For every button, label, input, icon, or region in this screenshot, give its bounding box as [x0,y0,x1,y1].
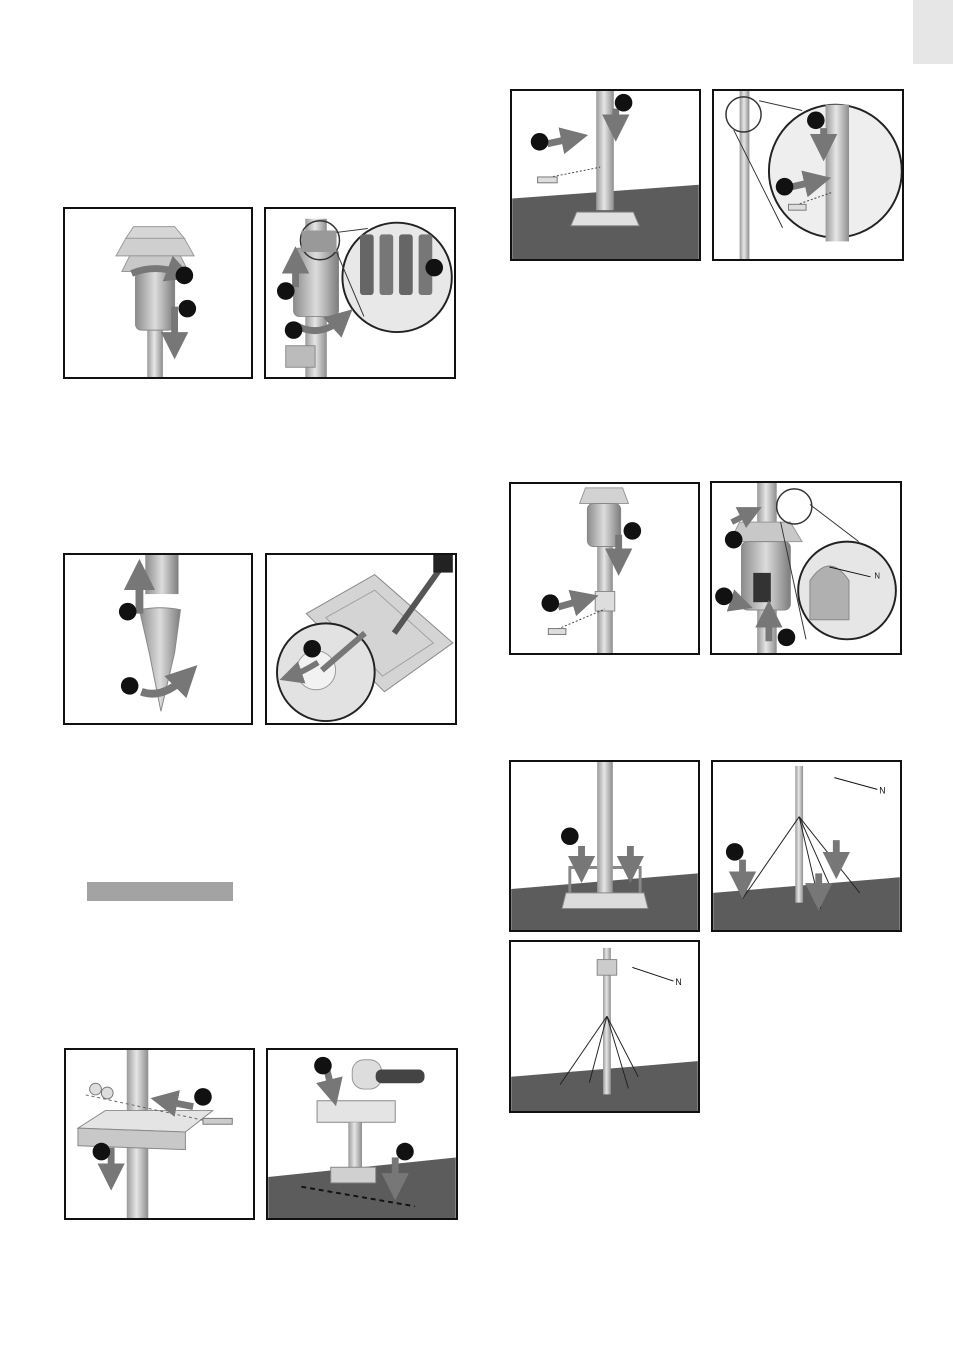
step-marker-icon [194,1088,212,1106]
down-arrow-icon [327,1070,333,1093]
section-highlight-bar [87,882,233,901]
left-arrow-icon [164,1101,193,1107]
step-marker-icon [303,640,321,658]
figure-guy-wires: N [711,760,902,932]
step-marker-icon [624,522,642,540]
page-corner-tab [913,0,953,64]
figure-ground-spike-removal [63,553,253,725]
step-marker-icon [776,178,794,196]
step-marker-icon [531,133,549,151]
step-marker-icon [807,112,825,130]
step-marker-icon [121,677,139,695]
right-arrow-icon [558,599,585,607]
step-marker-icon [314,1057,332,1075]
figure-base-screw-tightening [265,553,457,725]
step-marker-icon [277,282,295,300]
step-marker-icon [726,843,744,861]
step-marker-icon [179,300,197,318]
step-marker-icon [176,267,194,285]
step-marker-icon [396,1143,414,1161]
north-label: N [879,785,885,795]
step-marker-icon [778,629,796,647]
figure-battery-insertion [264,207,456,379]
north-label: N [874,572,880,581]
figure-base-hammer-install [266,1048,458,1220]
up-arrow-icon [732,512,752,522]
screwdriver-icon [433,555,453,573]
step-marker-icon [715,588,733,606]
figure-mast-screw-detail [712,89,904,261]
step-marker-icon [119,603,137,621]
figure-sensor-alignment-north: N [710,481,902,655]
north-label: N [675,977,681,987]
figure-sensor-mount [509,482,700,655]
step-marker-icon [725,531,743,549]
north-arrow-icon [834,778,877,790]
step-marker-icon [425,259,443,277]
step-marker-icon [615,94,633,112]
figure-completed-station: N [509,940,700,1113]
step-marker-icon [561,827,579,845]
north-arrow-icon [632,967,673,981]
figure-battery-cover-removal [63,207,253,379]
figure-base-brackets [509,760,700,932]
step-marker-icon [541,594,559,612]
step-marker-icon [285,321,303,339]
figure-base-mounting-bolt [64,1048,255,1220]
step-marker-icon [93,1143,111,1161]
figure-mast-on-base [510,89,701,261]
right-arrow-icon [547,138,574,144]
